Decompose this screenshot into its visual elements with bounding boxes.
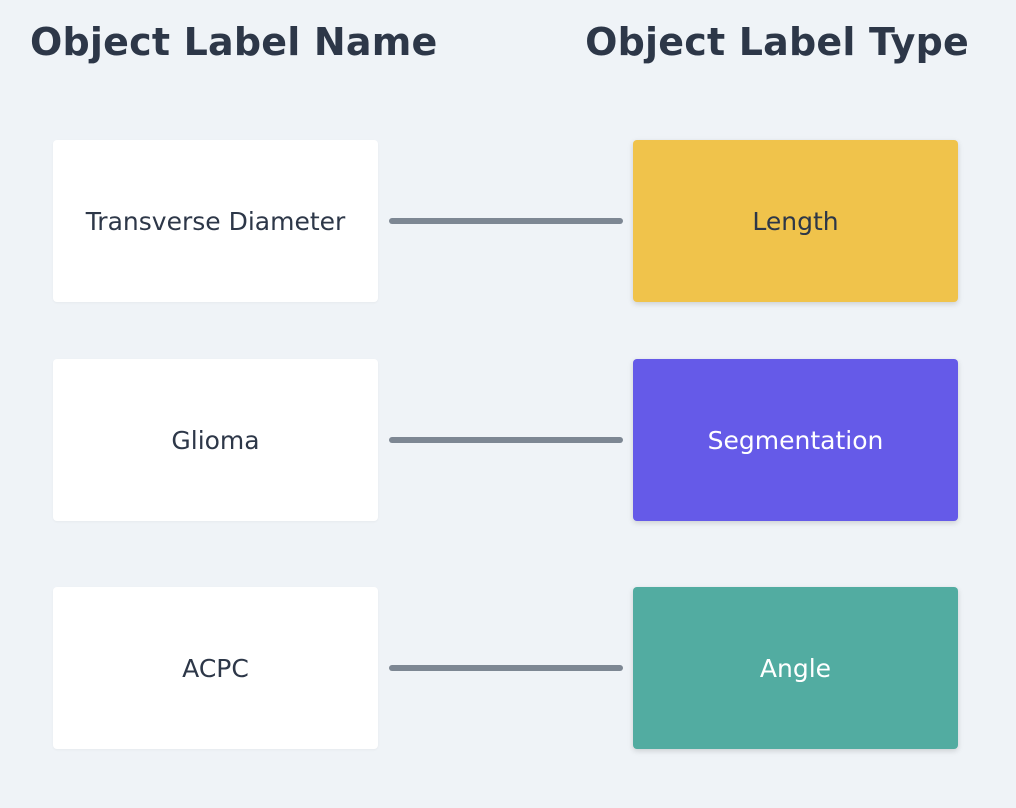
label-name-text: ACPC — [182, 653, 249, 683]
label-type-box-segmentation: Segmentation — [633, 359, 958, 521]
label-type-text: Angle — [759, 653, 832, 683]
connector-line — [389, 437, 623, 443]
label-name-box: ACPC — [53, 587, 378, 749]
connector-line — [389, 218, 623, 224]
label-type-text: Segmentation — [707, 425, 884, 455]
connector-line — [389, 665, 623, 671]
label-row-1: Glioma Segmentation — [0, 359, 1016, 521]
label-name-box: Glioma — [53, 359, 378, 521]
label-type-box-angle: Angle — [633, 587, 958, 749]
label-row-0: Transverse Diameter Length — [0, 140, 1016, 302]
label-row-2: ACPC Angle — [0, 587, 1016, 749]
object-label-type-heading: Object Label Type — [585, 20, 969, 64]
label-name-text: Transverse Diameter — [85, 206, 346, 236]
label-type-box-length: Length — [633, 140, 958, 302]
label-name-text: Glioma — [171, 425, 260, 455]
label-type-text: Length — [752, 206, 839, 236]
object-label-name-heading: Object Label Name — [30, 20, 438, 64]
label-name-box: Transverse Diameter — [53, 140, 378, 302]
